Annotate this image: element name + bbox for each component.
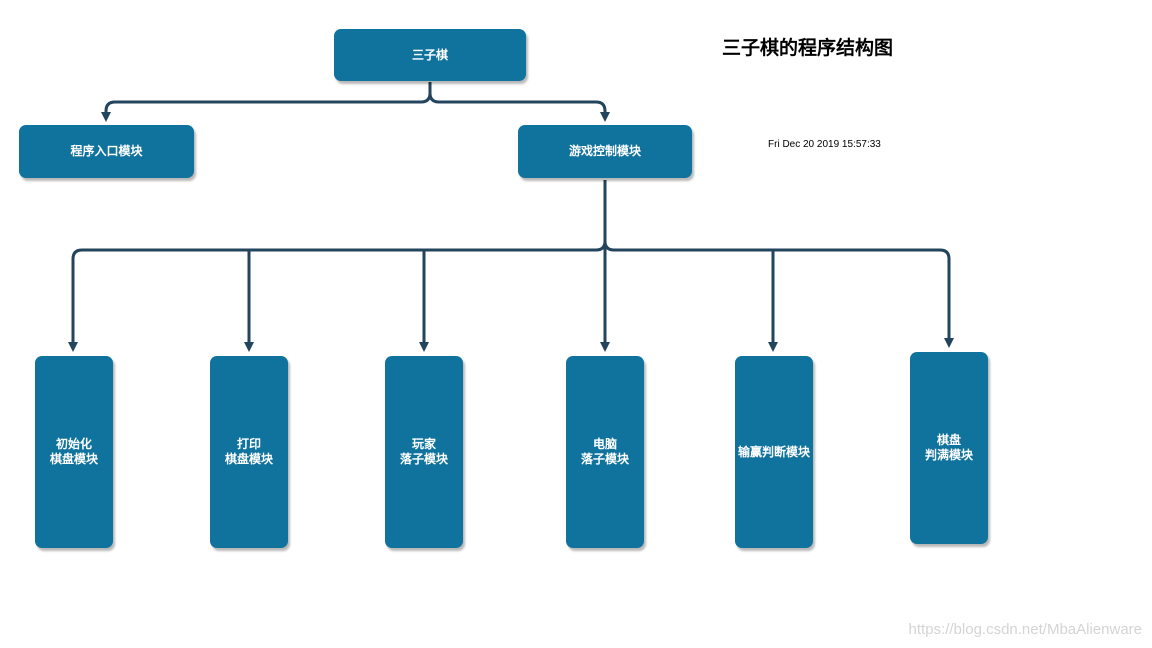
node-init-board-module-label: 初始化 棋盘模块	[49, 437, 98, 466]
node-board-full-module[interactable]: 棋盘 判满模块	[910, 352, 988, 544]
node-control-module-label: 游戏控制模块	[568, 144, 641, 158]
node-computer-move-module-label: 电脑 落子模块	[580, 437, 629, 466]
node-root-label: 三子棋	[411, 47, 448, 62]
edge-root-entry	[101, 82, 432, 122]
edge-root-control	[428, 82, 610, 122]
node-player-move-module[interactable]: 玩家 落子模块	[385, 356, 463, 548]
watermark-text: https://blog.csdn.net/MbaAlienware	[908, 621, 1142, 638]
node-board-full-module-label: 棋盘 判满模块	[924, 433, 973, 462]
node-control-module[interactable]: 游戏控制模块	[518, 125, 692, 178]
node-entry-module-label: 程序入口模块	[70, 144, 143, 158]
edge-control-board-full	[603, 240, 954, 348]
node-computer-move-module[interactable]: 电脑 落子模块	[566, 356, 644, 548]
node-win-check-module-label: 输赢判断模块	[737, 444, 810, 459]
node-print-board-module-label: 打印 棋盘模块	[224, 437, 273, 466]
node-entry-module[interactable]: 程序入口模块	[19, 125, 194, 178]
node-init-board-module[interactable]: 初始化 棋盘模块	[35, 356, 113, 548]
timestamp-text: Fri Dec 20 2019 15:57:33	[768, 139, 881, 150]
edge-control-init-board	[68, 180, 607, 352]
node-root[interactable]: 三子棋	[334, 29, 526, 81]
node-player-move-module-label: 玩家 落子模块	[399, 437, 448, 466]
node-print-board-module[interactable]: 打印 棋盘模块	[210, 356, 288, 548]
diagram-title: 三子棋的程序结构图	[722, 37, 894, 59]
node-win-check-module[interactable]: 输赢判断模块	[735, 356, 813, 548]
